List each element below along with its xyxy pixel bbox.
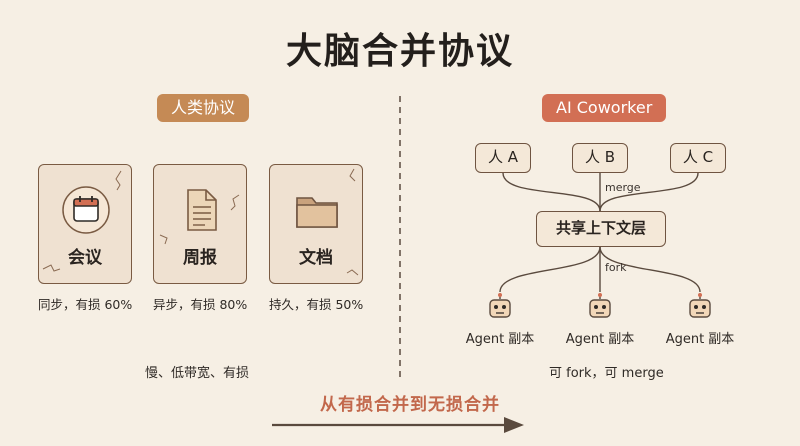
meeting-card: 会议: [38, 164, 132, 284]
card-label: 文档: [299, 248, 333, 268]
agent-copy-label: Agent 副本: [565, 332, 635, 347]
meeting-caption: 同步，有损 60%: [38, 297, 133, 312]
human-protocol-summary: 慢、低带宽、有损: [145, 366, 250, 381]
ai-coworker-pill: AI Coworker: [542, 94, 666, 122]
document-card: 文档: [269, 164, 363, 284]
card-crack-decoration: [159, 194, 240, 245]
person-c-node: 人 C: [670, 143, 726, 173]
robot-icon: [489, 293, 511, 318]
shared-context-layer: 共享上下文层: [536, 211, 666, 247]
card-crack-decoration: [346, 168, 359, 276]
ai-protocol-summary: 可 fork，可 merge: [549, 366, 664, 381]
card-crack-decoration: [42, 170, 122, 272]
fork-label: fork: [605, 261, 627, 274]
merge-label: merge: [605, 181, 641, 194]
document-icon: [187, 189, 217, 231]
calendar-icon: [62, 186, 110, 234]
card-label: 会议: [68, 248, 102, 268]
transition-arrow-text: 从有损合并到无损合并: [320, 395, 500, 415]
agent-copy-label: Agent 副本: [465, 332, 535, 347]
weekly-report-caption: 异步，有损 80%: [153, 297, 248, 312]
document-caption: 持久，有损 50%: [269, 297, 364, 312]
person-a-node: 人 A: [475, 143, 531, 173]
page-title: 大脑合并协议: [285, 31, 514, 72]
robot-icon: [689, 293, 711, 318]
folder-icon: [296, 197, 338, 228]
human-protocol-pill: 人类协议: [157, 94, 249, 122]
card-label: 周报: [183, 248, 217, 268]
robot-icon: [589, 293, 611, 318]
person-b-node: 人 B: [572, 143, 628, 173]
weekly-report-card: 周报: [153, 164, 247, 284]
agent-copy-label: Agent 副本: [665, 332, 735, 347]
